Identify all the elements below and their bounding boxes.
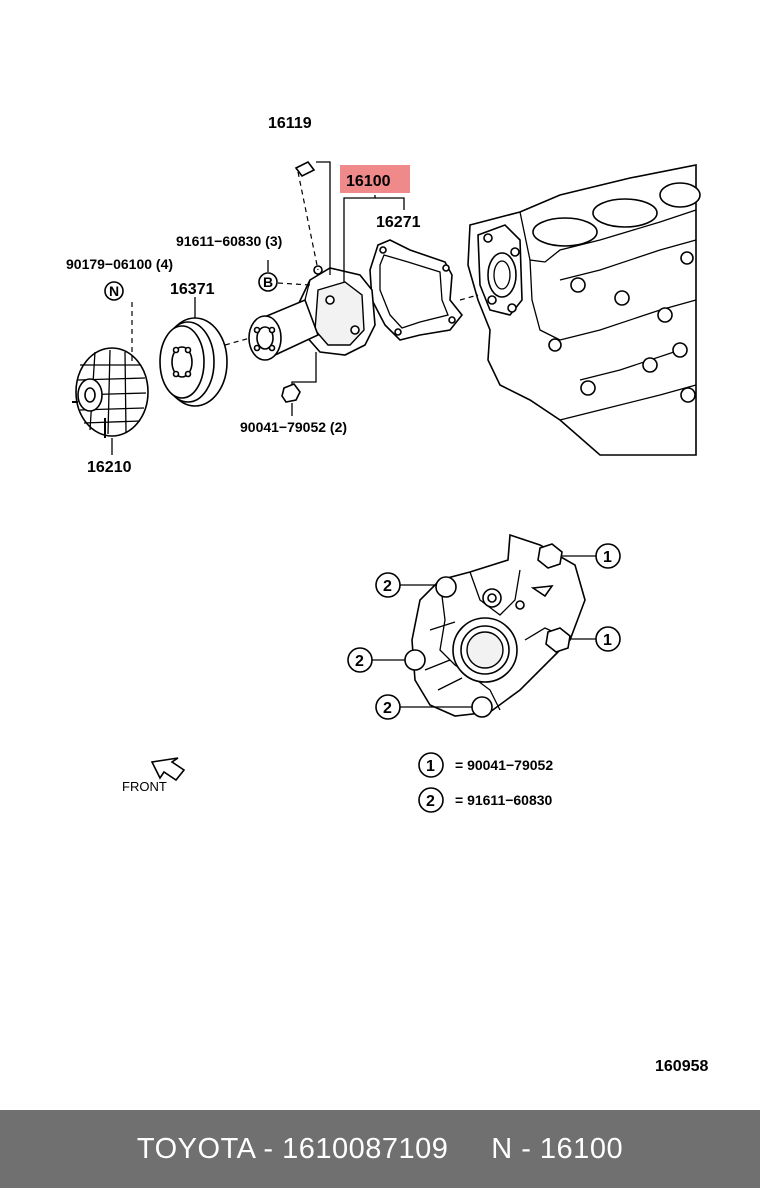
- fan-clutch-16210: [72, 347, 149, 438]
- bolt-2-upper: [435, 576, 457, 598]
- front-arrow-icon: [150, 757, 186, 782]
- label-16371: 16371: [170, 281, 215, 298]
- callout-2-middle: [347, 647, 373, 673]
- gasket-16271: [369, 239, 464, 341]
- label-90041-79052: 90041−79052 (2): [240, 419, 347, 435]
- footer-part-info: TOYOTA - 1610087109 N - 16100: [136, 1132, 624, 1165]
- callout-1-right: [595, 626, 621, 652]
- parts-diagram: 16119 16100 16271 91611−60830 (3) B 9017…: [66, 115, 708, 1075]
- legend: 1 = 90041−79052 = 91611−60830 2 = 91611−…: [418, 752, 553, 813]
- bolt-1-right: [545, 627, 571, 653]
- legend-marker-1: [418, 752, 444, 778]
- figure-number: 160958: [655, 1058, 708, 1075]
- nut-90041: [281, 383, 301, 403]
- leader-lines: [111, 161, 479, 455]
- callout-2-upper: [375, 572, 401, 598]
- callout-1-top-label: 1: [603, 549, 612, 566]
- detail-view: 1 1 2 2 2: [347, 533, 621, 720]
- callout-2-upper-label: 2: [383, 578, 392, 595]
- highlight-16100: [340, 165, 410, 193]
- badge-n: [104, 281, 124, 301]
- badge-b: [258, 272, 278, 292]
- water-pump-16100: [248, 160, 376, 361]
- legend-text-1: = 90041−79052: [455, 757, 553, 773]
- bolt-1-top: [537, 543, 563, 569]
- legend-marker-2-number: 2: [426, 793, 435, 810]
- legend-marker-1-label: 1: [426, 758, 435, 775]
- pulley-16371: [159, 317, 228, 407]
- badge-n-letter: N: [109, 283, 119, 299]
- front-label: FRONT: [122, 779, 167, 794]
- callout-2-lower-label: 2: [383, 700, 392, 717]
- label-90179-06100: 90179−06100 (4): [66, 256, 173, 272]
- front-indicator: FRONT: [122, 757, 186, 794]
- legend-marker-2: [418, 787, 444, 813]
- badge-b-letter: B: [263, 274, 273, 290]
- callout-1-right-label: 1: [603, 632, 612, 649]
- legend-text-2: = 91611−60830: [455, 792, 553, 808]
- label-16119: 16119: [268, 115, 312, 132]
- footer-bar: TOYOTA - 1610087109 N - 16100: [0, 1110, 760, 1188]
- callout-1-top: [595, 543, 621, 569]
- engine-block: [467, 164, 701, 456]
- label-16100: 16100: [346, 173, 391, 190]
- callout-2-lower: [375, 694, 401, 720]
- bolt-2-lower: [471, 696, 493, 718]
- label-16271: 16271: [376, 214, 421, 231]
- label-91611-60830: 91611−60830 (3): [176, 233, 282, 249]
- bolt-2-middle: [404, 649, 426, 671]
- callout-2-middle-label: 2: [355, 653, 364, 670]
- label-16210: 16210: [87, 459, 132, 476]
